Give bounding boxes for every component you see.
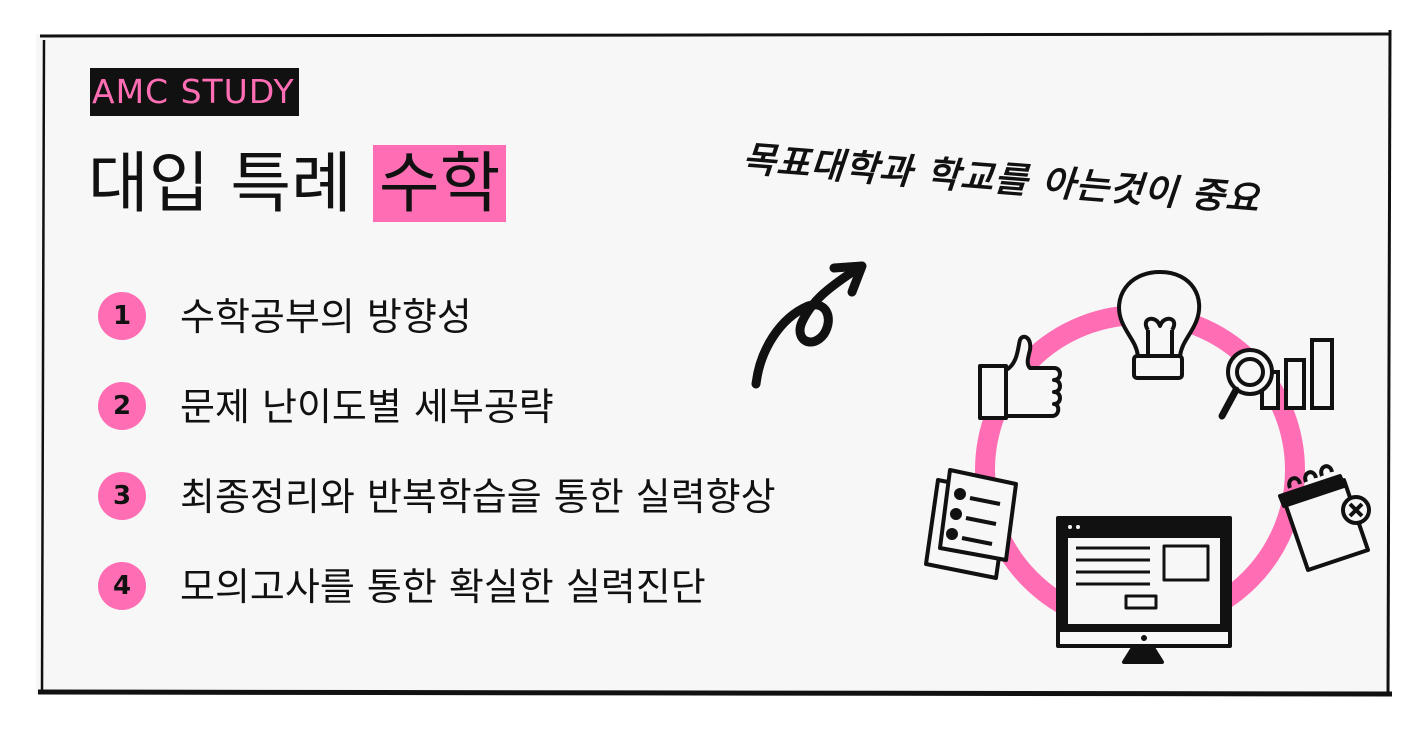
list-item-text: 모의고사를 통한 확실한 실력진단 (180, 565, 706, 609)
documents-icon (924, 468, 1018, 580)
lightbulb-icon (1117, 270, 1202, 380)
list-item-text: 최종정리와 반복학습을 통한 실력향상 (180, 475, 776, 519)
monitor-icon (1056, 516, 1232, 664)
title-main: 대입 특례 (88, 145, 373, 222)
magnifier-chart-icon (1218, 338, 1334, 420)
number-badge: 3 (98, 472, 146, 520)
number-badge: 4 (98, 562, 146, 610)
list-item-text: 문제 난이도별 세부공략 (180, 385, 554, 429)
calendar-icon (1278, 464, 1371, 572)
number-badge: 2 (98, 382, 146, 430)
brand-label: AMC STUDY (90, 68, 299, 116)
list-item-text: 수학공부의 방향성 (180, 295, 472, 339)
thumbs-up-icon (978, 334, 1062, 420)
title-highlight: 수학 (372, 145, 507, 222)
curly-arrow-icon (751, 261, 867, 389)
page-title: 대입 특례 수학 (88, 136, 507, 232)
number-badge: 1 (98, 292, 146, 340)
